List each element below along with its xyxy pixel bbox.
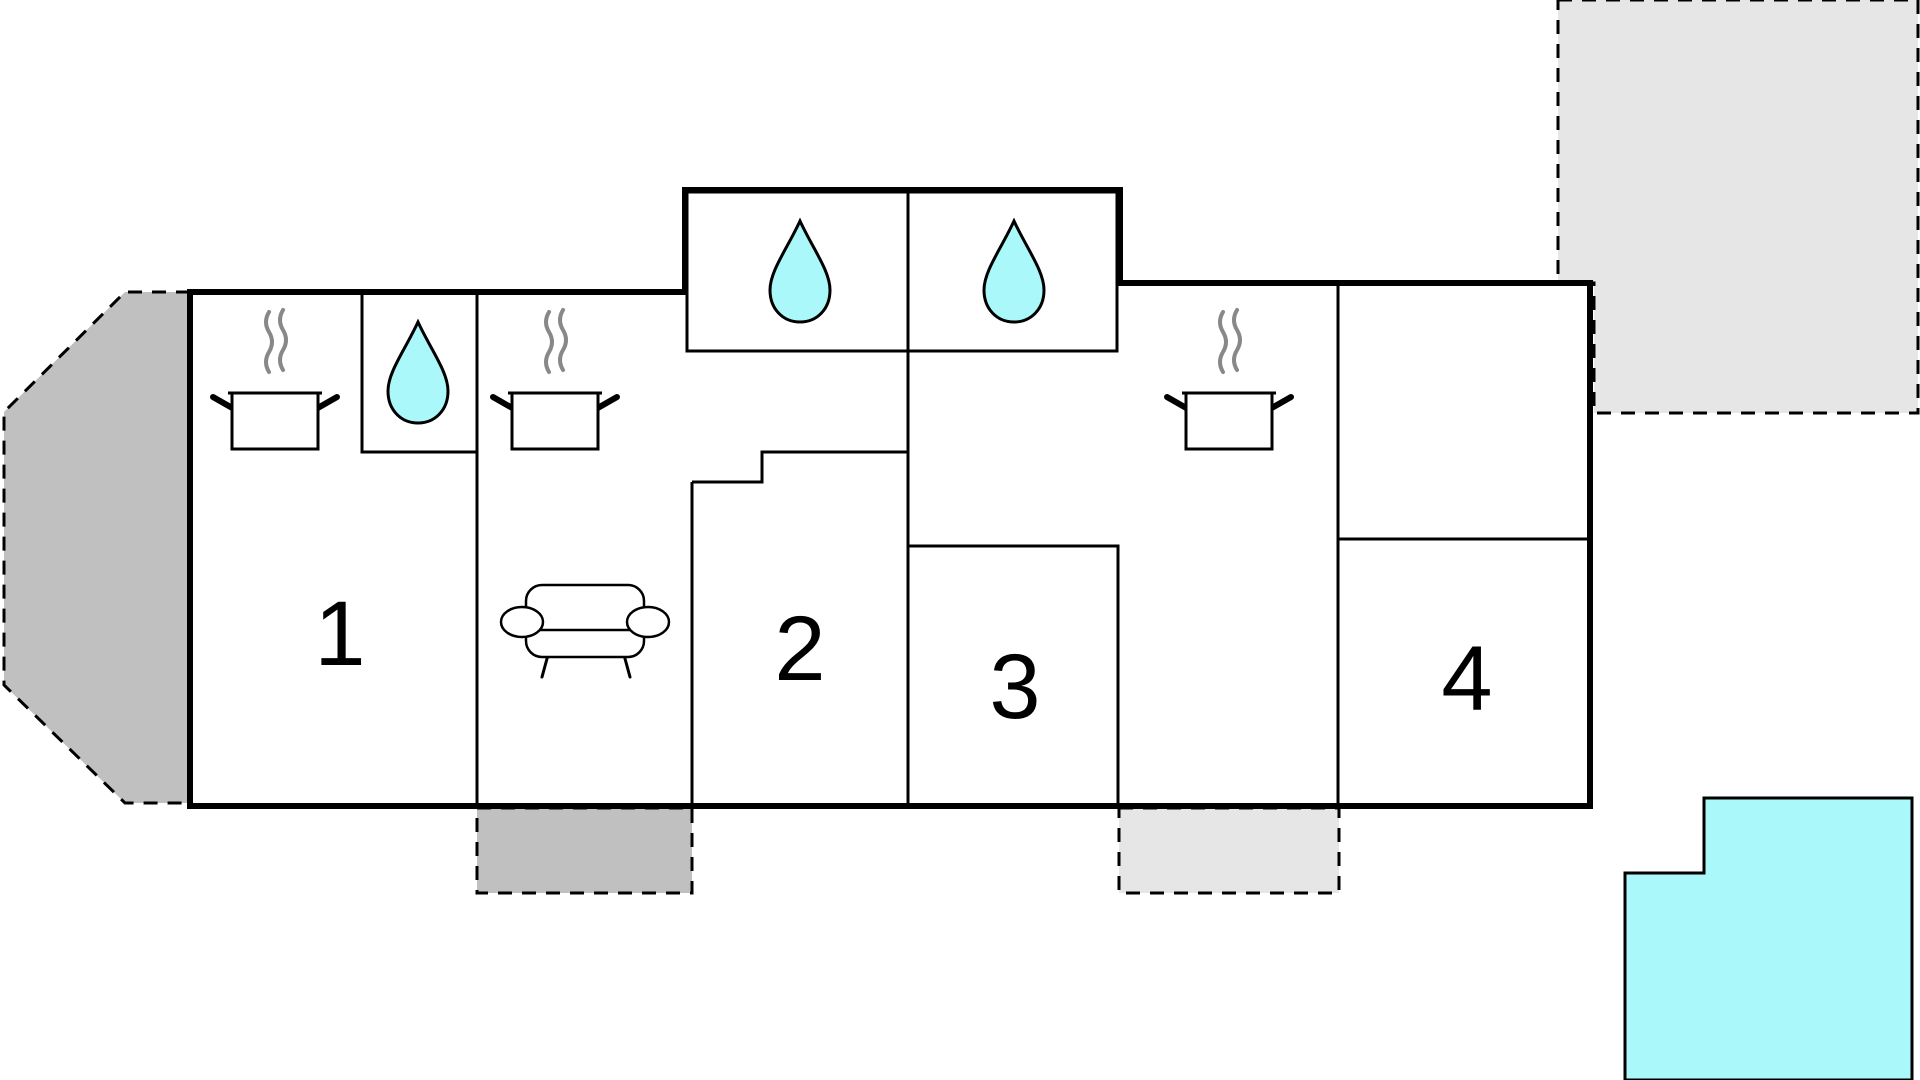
room-number-2: 2: [774, 598, 825, 700]
water-drop-icon: [768, 217, 832, 324]
sofa-icon: [499, 583, 671, 679]
room-number-1: 1: [314, 583, 365, 685]
room-number-4: 4: [1441, 628, 1492, 730]
terrace-top-right: [1556, 0, 1920, 415]
swimming-pool: [1623, 796, 1914, 1080]
covered-terrace-left: [2, 290, 192, 805]
cooking-pot-icon: [1164, 308, 1294, 451]
water-drop-icon: [386, 318, 450, 425]
covered-terrace-bottom-left: [475, 806, 694, 895]
terrace-bottom-right: [1117, 806, 1341, 895]
interior-walls: [360, 190, 1590, 806]
cooking-pot-icon: [490, 308, 620, 451]
room-number-3: 3: [989, 636, 1040, 738]
cooking-pot-icon: [210, 308, 340, 451]
water-drop-icon: [982, 217, 1046, 324]
outer-wall: [187, 187, 1593, 809]
